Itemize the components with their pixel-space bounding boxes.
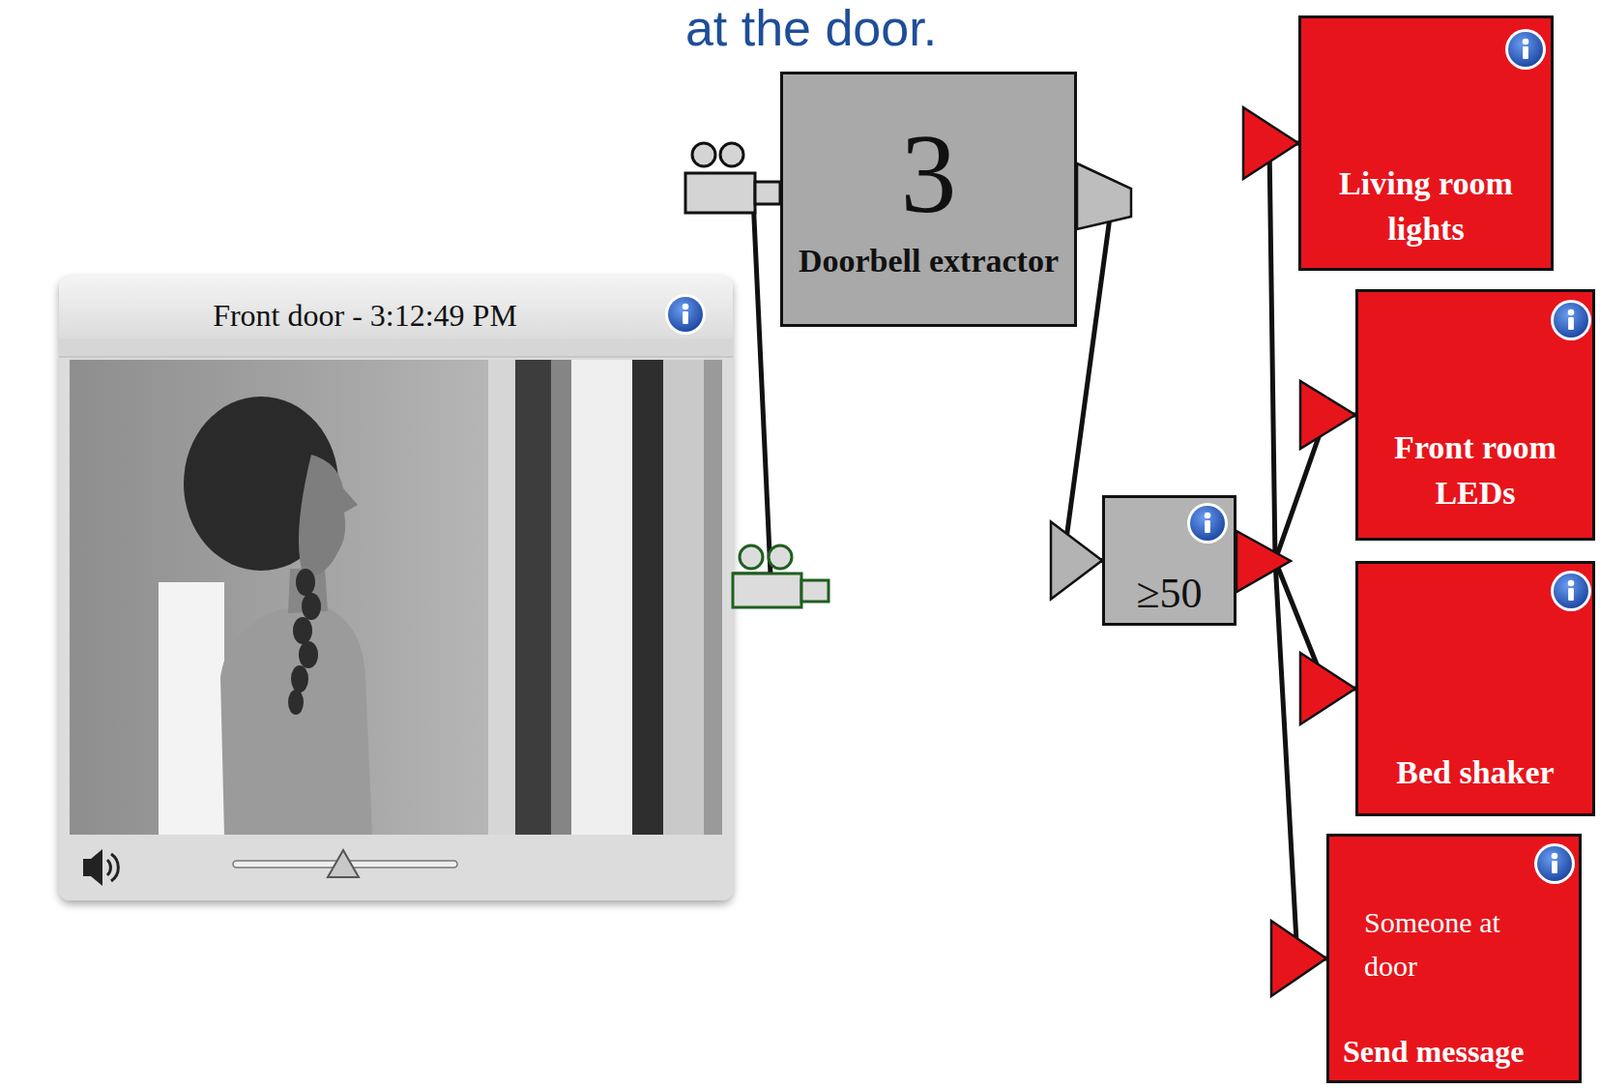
message-text: Someone at door: [1364, 900, 1548, 988]
curtain-stripe: [515, 359, 552, 835]
action-label: Front room LEDs: [1367, 424, 1583, 517]
info-icon: [1550, 570, 1592, 611]
speaker-icon: [83, 848, 103, 886]
camera-port: [692, 143, 716, 167]
window-frame: [58, 275, 733, 901]
curtain-stripe: [663, 359, 704, 835]
connector: [1236, 380, 1356, 561]
connector: [732, 192, 781, 575]
connector: [1236, 560, 1356, 726]
camera-port: [720, 143, 744, 167]
connector-line: [1236, 143, 1299, 561]
photo-background: [69, 359, 723, 835]
block-label: Doorbell extractor: [798, 241, 1059, 280]
video-panel: Front door - 3:12:49 PM: [58, 275, 733, 901]
curtain-stripe: [571, 359, 633, 835]
camera-photo: [69, 359, 723, 835]
curtain-stripe: [703, 359, 723, 835]
slider-thumb: [327, 849, 359, 877]
threshold-value: ≥50: [1135, 570, 1202, 617]
connector-line: [1236, 560, 1327, 960]
camera-port: [768, 545, 792, 569]
input-port-arrowhead: [1300, 380, 1356, 449]
info-icon: [1534, 843, 1575, 884]
input-port-arrowhead: [1050, 522, 1103, 600]
info-icon: [665, 293, 706, 335]
audio-controls: [83, 848, 458, 886]
child-braid: [288, 568, 321, 715]
speaker-icon: [107, 859, 111, 875]
process-box: 3Doorbell extractor: [780, 71, 1077, 327]
camera-port: [732, 545, 829, 608]
action-label: Living room lights: [1310, 160, 1542, 253]
door-frame: [158, 581, 225, 835]
action-label: Bed shaker: [1396, 749, 1554, 796]
connector-line: [1236, 414, 1356, 561]
speaker-icon: [111, 853, 118, 881]
camera-port: [685, 173, 756, 213]
window-header: [58, 338, 733, 358]
window-header: [58, 275, 733, 357]
curtain-stripe: [488, 359, 516, 835]
block-number: 3: [901, 117, 958, 231]
input-port-arrowhead: [1243, 107, 1299, 179]
video-window: [58, 275, 733, 901]
slide-title: at the door.: [685, 0, 937, 59]
input-port-arrowhead: [1300, 652, 1356, 725]
output-port: [1236, 530, 1291, 592]
header-rule: [58, 356, 733, 358]
curtain-stripe: [551, 359, 572, 835]
output-port: [1076, 163, 1132, 230]
camera-port: [755, 181, 781, 204]
camera-port: [732, 573, 802, 608]
curtain-stripe: [632, 359, 664, 835]
connector: [1236, 107, 1299, 561]
action-label: Send message: [1342, 1031, 1525, 1073]
input-port-arrowhead: [1271, 920, 1327, 996]
camera-port: [739, 545, 763, 569]
camera-port: [685, 143, 781, 213]
child-body: [220, 604, 373, 835]
panel-title: Front door - 3:12:49 PM: [58, 295, 671, 337]
child-face: [298, 454, 358, 579]
camera-port: [801, 580, 829, 602]
connector: [1236, 560, 1327, 997]
info-icon: [1187, 502, 1228, 544]
info-icon: [1505, 29, 1546, 70]
connector-line: [732, 192, 781, 575]
info-icon: [1550, 299, 1592, 341]
